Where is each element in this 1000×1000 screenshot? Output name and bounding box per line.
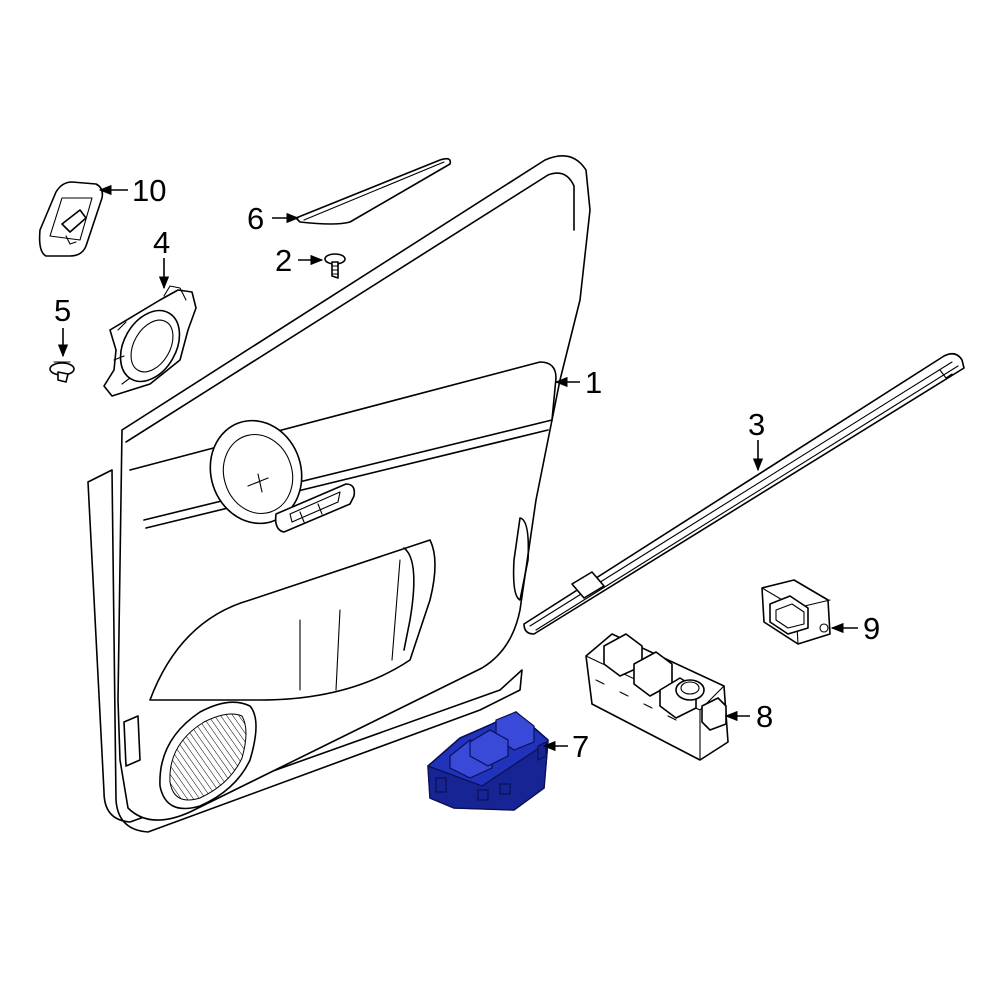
handle-bezel	[38, 181, 104, 257]
screw	[324, 253, 346, 279]
callout-1: 1	[585, 365, 602, 400]
belt-molding-strip	[295, 157, 452, 225]
window-weatherstrip	[523, 352, 965, 635]
callout-10: 10	[132, 173, 166, 208]
door-trim-panel	[87, 154, 591, 833]
callout-8: 8	[756, 699, 773, 734]
window-switch-assembly	[585, 633, 729, 761]
power-switch-small	[761, 579, 831, 645]
retainer-clip	[49, 361, 75, 383]
callout-2: 2	[275, 243, 292, 278]
callout-7: 7	[572, 729, 589, 764]
callout-6: 6	[247, 201, 264, 236]
callout-5: 5	[54, 293, 71, 328]
window-switch-assembly-highlighted	[427, 711, 549, 811]
callout-leaders	[57, 184, 858, 752]
callout-4: 4	[153, 225, 170, 260]
callout-3: 3	[748, 407, 765, 442]
callout-9: 9	[863, 611, 880, 646]
inside-door-handle	[103, 285, 197, 397]
